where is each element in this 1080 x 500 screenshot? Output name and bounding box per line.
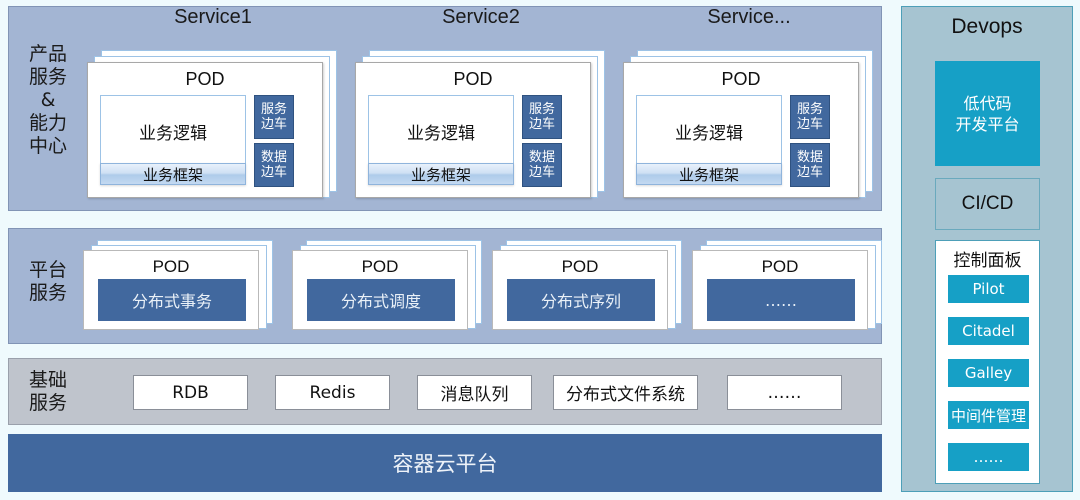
control-panel-button-citadel[interactable]: Citadel: [948, 317, 1029, 345]
business-framework-box: 业务框架: [368, 163, 514, 185]
service-sidecar-box: 服务 边车: [790, 95, 830, 139]
pod-card[interactable]: POD 业务逻辑 业务框架 服务 边车 数据 边车: [355, 62, 591, 198]
devops-panel: Devops 低代码 开发平台 CI/CD 控制面板 Pilot Citadel…: [901, 6, 1073, 492]
control-panel-title: 控制面板: [953, 251, 1022, 271]
band-label-product-service: 产品 服务 & 能力 中心: [28, 43, 67, 157]
pod-title: POD: [185, 69, 225, 89]
platform-service-label: ……: [707, 279, 855, 321]
platform-pod-group-1: POD 分布式事务: [83, 240, 283, 335]
service-group-1: Service1 POD 业务逻辑 业务框架 服务 边车 数据 边车: [83, 6, 343, 206]
control-panel-box: 控制面板 Pilot Citadel Galley 中间件管理 ……: [935, 240, 1040, 484]
service-group-1-title: Service1: [174, 6, 252, 28]
business-logic-label: 业务逻辑: [139, 124, 207, 144]
band-label-platform-service: 平台 服务: [28, 259, 67, 304]
platform-pod-group-3: POD 分布式序列: [483, 240, 683, 335]
control-panel-button-galley[interactable]: Galley: [948, 359, 1029, 387]
data-sidecar-box: 数据 边车: [254, 143, 294, 187]
data-sidecar-box: 数据 边车: [790, 143, 830, 187]
pod-title: POD: [152, 257, 190, 276]
platform-pod-group-2: POD 分布式调度: [283, 240, 483, 335]
pod-title: POD: [761, 257, 799, 276]
service-group-2-title: Service2: [442, 6, 520, 28]
pod-title: POD: [453, 69, 493, 89]
base-service-redis[interactable]: Redis: [275, 375, 390, 410]
base-service-rdb[interactable]: RDB: [133, 375, 248, 410]
control-panel-button-more[interactable]: ……: [948, 443, 1029, 471]
pod-card[interactable]: POD 业务逻辑 业务框架 服务 边车 数据 边车: [623, 62, 859, 198]
platform-pod-card[interactable]: POD 分布式调度: [292, 250, 468, 330]
cicd-box[interactable]: CI/CD: [935, 178, 1040, 230]
devops-title: Devops: [951, 15, 1023, 38]
service-sidecar-box: 服务 边车: [522, 95, 562, 139]
platform-pod-group-4: POD ……: [683, 240, 883, 335]
platform-service-label: 分布式序列: [507, 279, 655, 321]
pod-title: POD: [361, 257, 399, 276]
pod-title: POD: [721, 69, 761, 89]
platform-service-label: 分布式调度: [307, 279, 455, 321]
base-service-message-queue[interactable]: 消息队列: [417, 375, 532, 410]
service-sidecar-box: 服务 边车: [254, 95, 294, 139]
business-framework-box: 业务框架: [636, 163, 782, 185]
pod-title: POD: [561, 257, 599, 276]
container-cloud-platform-bar: 容器云平台: [8, 434, 882, 492]
platform-pod-card[interactable]: POD 分布式事务: [83, 250, 259, 330]
service-group-3-title: Service...: [707, 6, 791, 28]
platform-pod-card[interactable]: POD ……: [692, 250, 868, 330]
business-logic-label: 业务逻辑: [675, 124, 743, 144]
platform-service-label: 分布式事务: [98, 279, 246, 321]
business-logic-label: 业务逻辑: [407, 124, 475, 144]
base-service-more[interactable]: ……: [727, 375, 842, 410]
lowcode-platform-box[interactable]: 低代码 开发平台: [935, 61, 1040, 166]
service-group-2: Service2 POD 业务逻辑 业务框架 服务 边车 数据 边车: [351, 6, 611, 206]
business-framework-box: 业务框架: [100, 163, 246, 185]
control-panel-button-middleware-management[interactable]: 中间件管理: [948, 401, 1029, 429]
platform-pod-card[interactable]: POD 分布式序列: [492, 250, 668, 330]
pod-card[interactable]: POD 业务逻辑 业务框架 服务 边车 数据 边车: [87, 62, 323, 198]
base-service-distributed-file-system[interactable]: 分布式文件系统: [553, 375, 698, 410]
data-sidecar-box: 数据 边车: [522, 143, 562, 187]
service-group-3: Service... POD 业务逻辑 业务框架 服务 边车 数据 边车: [619, 6, 879, 206]
control-panel-button-pilot[interactable]: Pilot: [948, 275, 1029, 303]
band-label-base-service: 基础 服务: [28, 369, 67, 414]
